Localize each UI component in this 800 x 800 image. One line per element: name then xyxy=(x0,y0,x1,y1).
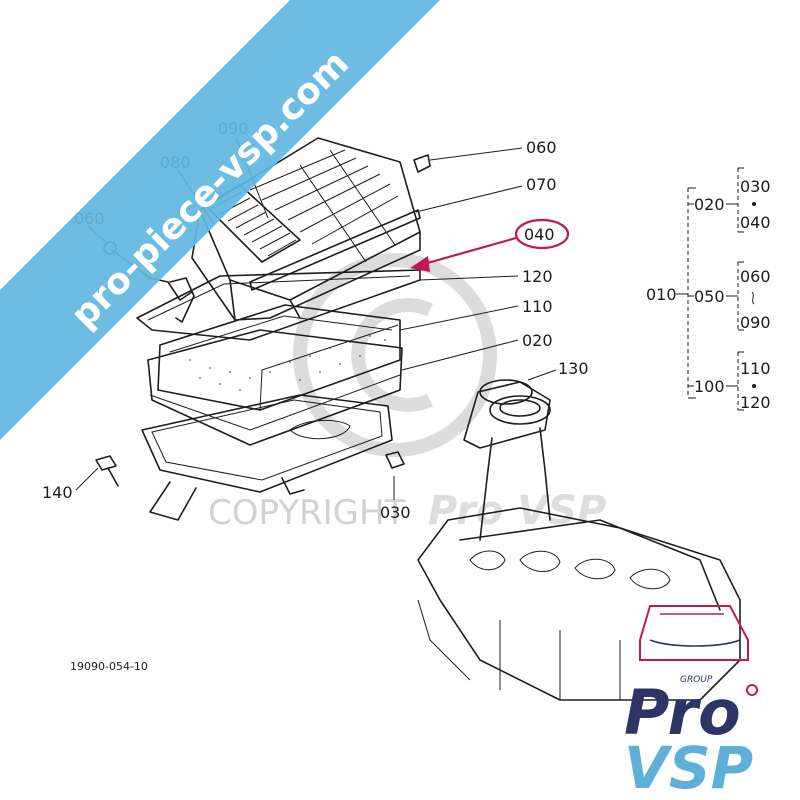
logo-pro-text: Pro xyxy=(624,676,741,749)
watermark-pro-vsp-text: Pro VSP xyxy=(428,488,606,534)
callout-040: 040 xyxy=(524,225,555,244)
pro-vsp-logo: GROUP Pro VSP xyxy=(624,605,758,800)
logo-group-text: GROUP xyxy=(680,675,713,685)
callout-030: 030 xyxy=(380,503,411,522)
parts-tree: 010 020 030 040 050 060 090 100 110 120 xyxy=(646,167,771,412)
logo-vsp-text: VSP xyxy=(624,734,753,800)
callout-060-top: 060 xyxy=(526,138,557,157)
logo-accent-icon xyxy=(746,684,758,696)
drawing-reference-code: 19090-054-10 xyxy=(70,660,148,673)
tree-item-120: 120 xyxy=(740,393,771,412)
tree-item-040: 040 xyxy=(740,213,771,232)
filter-element-110 xyxy=(157,304,401,411)
tree-item-110: 110 xyxy=(740,359,771,378)
tree-group-050: 050 xyxy=(694,287,725,306)
engine-manifold xyxy=(417,379,741,701)
watermark-copyright-text: COPYRIGHT xyxy=(208,493,406,533)
callout-130: 130 xyxy=(558,359,589,378)
bolt-030 xyxy=(385,451,405,469)
website-banner: pro-piece-vsp.com xyxy=(0,0,440,440)
tree-group-020: 020 xyxy=(694,195,725,214)
highlight-040 xyxy=(410,218,570,272)
tree-item-090: 090 xyxy=(740,313,771,332)
bolt-140 xyxy=(95,455,119,487)
tree-item-060: 060 xyxy=(740,267,771,286)
callout-070: 070 xyxy=(526,175,557,194)
air-cleaner-case xyxy=(141,329,403,521)
tree-root-010: 010 xyxy=(646,285,677,304)
tree-group-100: 100 xyxy=(694,377,725,396)
gasket-120 xyxy=(136,269,421,341)
callout-110: 110 xyxy=(522,297,553,316)
copyright-watermark: COPYRIGHT Pro VSP xyxy=(208,253,606,534)
callout-020: 020 xyxy=(522,331,553,350)
tree-item-030: 030 xyxy=(740,177,771,196)
callout-140: 140 xyxy=(42,483,73,502)
callout-120: 120 xyxy=(522,267,553,286)
